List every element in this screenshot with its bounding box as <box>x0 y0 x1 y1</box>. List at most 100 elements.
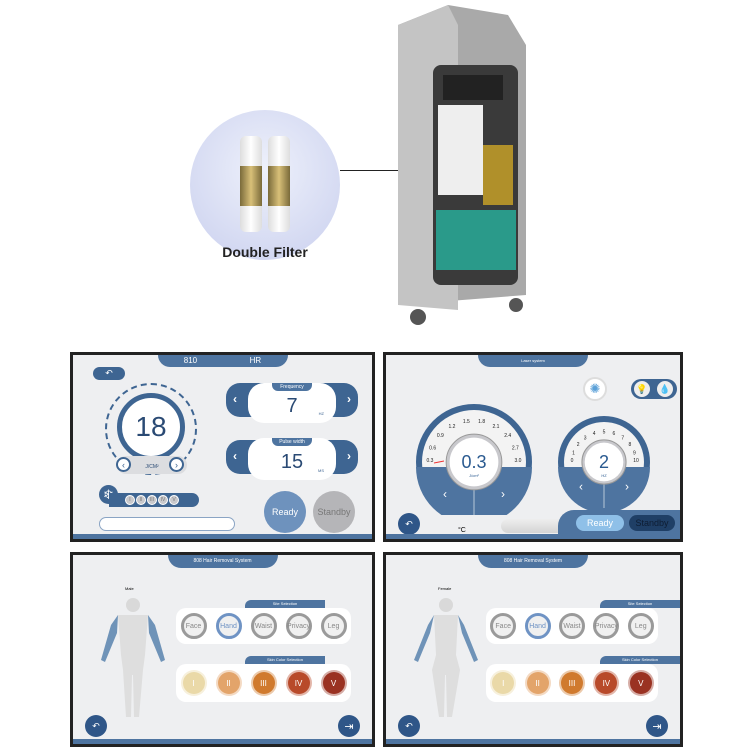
energy-gauge-tick-label: 0.3 <box>427 458 434 464</box>
enter-icon: ⇥ <box>344 720 354 733</box>
enter-button[interactable]: ⇥ <box>646 715 668 737</box>
back-button[interactable]: ↶ <box>85 715 107 737</box>
back-arrow-icon: ↶ <box>405 518 413 529</box>
leader-line <box>340 170 440 171</box>
energy-gauge-tick-label: 2.7 <box>512 446 519 452</box>
frequency-gauge-tick-label: 3 <box>584 435 587 441</box>
screen-header: 810 HR <box>157 355 288 367</box>
filter-illustration <box>190 110 340 260</box>
skin-type-button[interactable]: V <box>320 670 347 696</box>
back-arrow-icon: ↶ <box>105 368 113 378</box>
skin-type-button[interactable]: II <box>524 670 551 696</box>
frequency-increase-button[interactable]: › <box>347 392 351 406</box>
skin-type-button[interactable]: I <box>180 670 207 696</box>
pulse-increase-button[interactable]: › <box>347 449 351 463</box>
site-selection-label: Site Selection <box>245 600 325 608</box>
site-button-leg[interactable]: Leg <box>320 613 347 639</box>
frequency-gauge-tick-label: 0 <box>571 458 574 464</box>
skin-type-button[interactable]: III <box>250 670 277 696</box>
pulse-width-unit: MS <box>318 468 324 473</box>
frequency-value: 7 <box>286 395 298 417</box>
skin-type-button[interactable]: IV <box>593 670 620 696</box>
skin-type-button[interactable]: II <box>215 670 242 696</box>
energy-gauge-tick-label: 1.2 <box>449 424 456 430</box>
cooling-level-button[interactable]: V <box>169 495 179 505</box>
energy-gauge-decrease-button[interactable]: ‹ <box>443 487 447 501</box>
standby-button[interactable]: Standby <box>629 515 675 531</box>
energy-gauge-tick-label: 3.0 <box>515 458 522 464</box>
frequency-gauge-increase-button[interactable]: › <box>625 480 629 494</box>
cooling-level-button[interactable]: I <box>125 495 135 505</box>
ready-button[interactable]: Ready <box>264 491 306 533</box>
energy-gauge-increase-button[interactable]: › <box>501 487 505 501</box>
skin-type-button[interactable]: III <box>558 670 585 696</box>
pulse-width-display: Pulse width 15 MS <box>248 438 336 480</box>
pulse-width-value: 15 <box>280 451 304 473</box>
pulse-width-label: Pulse width <box>272 438 312 446</box>
skin-type-button[interactable]: I <box>490 670 517 696</box>
bottom-bar <box>386 739 680 744</box>
site-button-privacy[interactable]: Privacy <box>593 613 620 639</box>
site-button-privacy[interactable]: Privacy <box>285 613 312 639</box>
ready-button[interactable]: Ready <box>576 515 624 531</box>
back-arrow-icon: ↶ <box>92 720 100 731</box>
cooling-level-button[interactable]: II <box>136 495 146 505</box>
filter-label: Double Filter <box>222 244 308 260</box>
site-button-face[interactable]: Face <box>490 613 517 639</box>
site-button-waist[interactable]: Waist <box>558 613 585 639</box>
energy-gauge-tick-label: 2.1 <box>493 424 500 430</box>
site-button-waist[interactable]: Waist <box>250 613 277 639</box>
energy-value: 18 <box>135 411 167 442</box>
energy-gauge-tick-label: 1.8 <box>478 419 485 425</box>
body-figure <box>414 598 478 717</box>
frequency-gauge-decrease-button[interactable]: ‹ <box>579 480 583 494</box>
screen-body-female: 808 Hair Removal System Female Site Sele… <box>383 552 683 747</box>
site-button-face[interactable]: Face <box>180 613 207 639</box>
enter-button[interactable]: ⇥ <box>338 715 360 737</box>
lightbulb-icon[interactable]: 💡 <box>634 381 650 397</box>
frequency-gauge-tick-label: 8 <box>628 442 631 448</box>
energy-increase-button[interactable]: › <box>169 457 184 472</box>
frequency-gauge-unit: HZ <box>601 473 607 478</box>
skin-type-button[interactable]: IV <box>285 670 312 696</box>
water-drop-icon[interactable]: 💧 <box>657 381 673 397</box>
screen-body-male: 808 Hair Removal System Male Site Select… <box>70 552 375 747</box>
frequency-decrease-button[interactable]: ‹ <box>233 392 237 406</box>
back-button[interactable]: ↶ <box>398 715 420 737</box>
back-button[interactable]: ↶ <box>398 513 420 535</box>
skin-color-label: Skin Color Selection <box>245 656 325 664</box>
skin-type-button[interactable]: V <box>627 670 654 696</box>
filter-cartridge <box>268 136 290 232</box>
energy-gauge-unit: J/cm² <box>469 473 479 478</box>
frequency-display: Frequency 7 HZ <box>248 383 336 423</box>
site-button-hand[interactable]: Hand <box>524 613 551 639</box>
back-button[interactable]: ↶ <box>93 367 125 380</box>
mode-toggle: 💡 💧 <box>631 379 677 399</box>
body-figure <box>101 598 165 717</box>
site-button-leg[interactable]: Leg <box>627 613 654 639</box>
model-label: 810 <box>183 356 198 365</box>
skin-color-label: Skin Color Selection <box>600 656 680 664</box>
gender-label: Male <box>125 586 134 591</box>
bottom-bar <box>73 739 372 744</box>
bottom-bar <box>73 534 372 539</box>
frequency-gauge-display <box>584 442 624 482</box>
site-button-hand[interactable]: Hand <box>215 613 242 639</box>
temperature-unit: °C <box>458 527 466 534</box>
pulse-decrease-button[interactable]: ‹ <box>233 449 237 463</box>
frequency-gauge-tick-label: 4 <box>593 431 596 437</box>
cooling-level-button[interactable]: III <box>147 495 157 505</box>
standby-button[interactable]: Standby <box>313 491 355 533</box>
temperature-bar <box>501 519 571 533</box>
laser-icon[interactable]: ✺ <box>583 377 607 401</box>
cooling-level-button[interactable]: IV <box>158 495 168 505</box>
energy-decrease-button[interactable]: ‹ <box>116 457 131 472</box>
frequency-gauge-tick-label: 7 <box>621 435 624 441</box>
screen-title: 808 Hair Removal System <box>478 555 588 568</box>
frequency-gauge-tick-label: 5 <box>603 430 606 436</box>
